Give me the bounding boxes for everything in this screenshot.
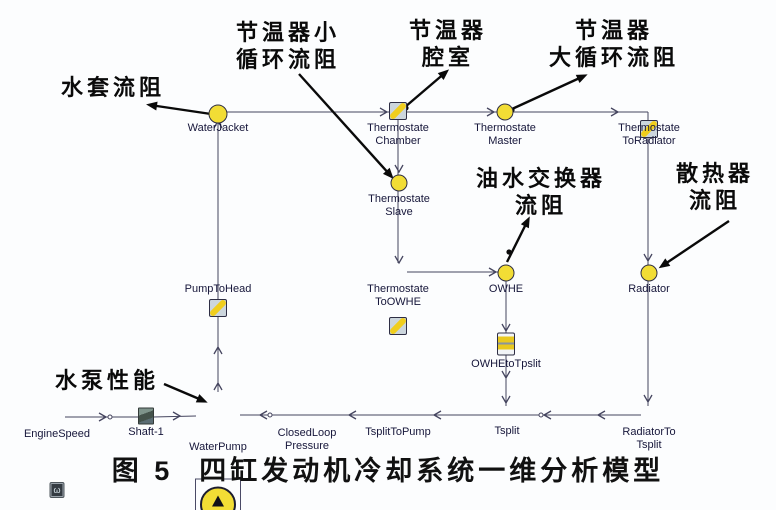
callout-arrowhead-icon xyxy=(520,216,530,229)
callout-arrow xyxy=(404,71,447,108)
flow-arrow-icon xyxy=(432,410,442,420)
flow-arrow-icon xyxy=(394,164,404,174)
flow-arrow-icon xyxy=(213,381,223,391)
node-radiator-label: Radiator xyxy=(628,283,670,295)
callout-arrow xyxy=(505,219,530,263)
node-tsplit-label: Tsplit xyxy=(494,425,520,437)
callout-radiator-resistance: 散热器流阻 xyxy=(675,161,755,213)
flow-arrow-icon xyxy=(486,107,496,117)
node-water-pump-icon xyxy=(195,478,241,510)
node-owhe-to-tsplit-icon xyxy=(497,332,515,356)
figure-number: 图 5 xyxy=(111,456,174,486)
node-shaft-1-icon xyxy=(138,407,154,425)
node-tsplit-to-pump-label: TsplitToPump xyxy=(365,426,431,438)
node-pump-to-head-label: PumpToHead xyxy=(184,283,252,295)
callout-arrowhead-icon xyxy=(658,258,671,269)
node-shaft-1-label: Shaft-1 xyxy=(128,426,164,438)
callout-arrowhead-icon xyxy=(575,74,588,84)
flow-arrow-icon xyxy=(172,411,182,421)
callout-arrow xyxy=(149,103,212,116)
flow-arrow-icon xyxy=(258,410,268,420)
node-engine-speed-icon: ω xyxy=(49,482,65,498)
flow-arrow-icon xyxy=(542,410,552,420)
pump-triangle-icon xyxy=(212,495,224,507)
flow-ring-icon xyxy=(538,412,544,418)
flow-arrow-icon xyxy=(394,255,404,265)
node-thermostate-chamber-icon xyxy=(389,102,407,120)
flow-arrow-icon xyxy=(488,267,498,277)
node-pump-to-head-icon xyxy=(209,299,227,317)
flow-arrow-icon xyxy=(596,410,606,420)
flow-arrow-icon xyxy=(379,107,389,117)
flow-arrow-icon xyxy=(213,345,223,355)
flow-arrow-icon xyxy=(98,412,108,422)
callout-arrowhead-icon xyxy=(195,394,208,403)
callout-pump-performance: 水泵性能 xyxy=(54,368,160,393)
callout-thermostat-big-loop-resistance: 节温器大循环流阻 xyxy=(548,18,680,70)
callout-dot-icon xyxy=(506,249,512,255)
callout-arrow xyxy=(661,220,730,267)
callout-water-jacket-resistance: 水套流阻 xyxy=(60,75,166,100)
node-thermostate-to-owhe-icon xyxy=(389,317,407,335)
flow-ring-icon xyxy=(267,412,273,418)
callout-thermostat-small-loop-resistance: 节温器小循环流阻 xyxy=(235,20,341,72)
engine-speed-icon: ω xyxy=(51,484,63,496)
callout-arrowhead-icon xyxy=(146,101,158,111)
flow-arrow-icon xyxy=(643,253,653,263)
node-engine-speed-label: EngineSpeed xyxy=(23,428,91,440)
flow-ring-icon xyxy=(107,414,113,420)
figure-caption: 图 5 四缸发动机冷却系统一维分析模型 xyxy=(0,449,776,488)
callout-arrow xyxy=(163,382,205,403)
flow-arrow-icon xyxy=(610,107,620,117)
callout-oil-water-exchanger-resistance: 油水交换器流阻 xyxy=(475,166,607,218)
pump-impeller-icon xyxy=(200,486,236,510)
node-water-pump-label: WaterPump xyxy=(189,441,247,453)
node-water-jacket-icon xyxy=(208,104,228,124)
flow-arrow-icon xyxy=(501,370,511,380)
flow-arrow-icon xyxy=(501,395,511,405)
node-thermostate-to-radiator-icon xyxy=(640,120,658,138)
node-thermostate-master-icon xyxy=(496,103,514,121)
node-owhe-to-tsplit-label: OWHEtoTpslit xyxy=(471,358,541,370)
flow-arrow-icon xyxy=(643,394,653,404)
flow-arrow-icon xyxy=(347,410,357,420)
callout-arrowhead-icon xyxy=(437,69,450,80)
node-water-jacket-label: WaterJacket xyxy=(187,122,249,134)
flow-arrow-icon xyxy=(501,323,511,333)
node-radiator-icon xyxy=(640,264,658,282)
node-thermostate-slave-icon xyxy=(390,174,408,192)
callout-arrow xyxy=(298,73,392,177)
callout-thermostat-chamber: 节温器腔室 xyxy=(408,18,488,70)
wire xyxy=(152,415,197,418)
figure-title: 四缸发动机冷却系统一维分析模型 xyxy=(199,456,665,486)
callout-arrowhead-icon xyxy=(382,167,394,179)
callout-arrow xyxy=(511,74,585,111)
node-owhe-icon xyxy=(497,264,515,282)
node-owhe-label: OWHE xyxy=(488,283,524,295)
